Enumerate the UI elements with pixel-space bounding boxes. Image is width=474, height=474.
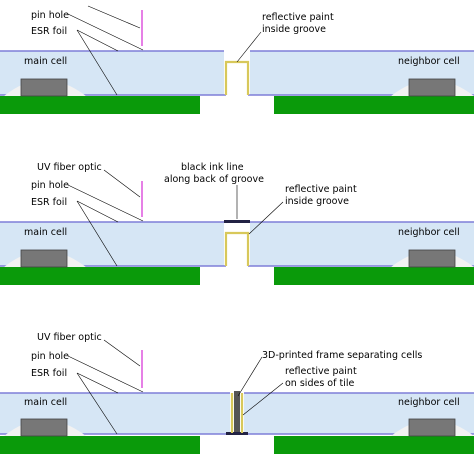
sensor-chip-right [408,249,456,268]
label-neighbor-cell: neighbor cell [398,56,460,67]
label-ink-line-2: along back of groove [164,174,264,185]
sensor-chip-right [408,418,456,437]
label-esr-foil: ESR foil [31,368,67,379]
panel-middle: UV fiber optic pin hole ESR foil main ce… [0,162,474,285]
leader-esr-foil-top [76,372,119,394]
leader-esr-foil-top [76,29,119,52]
label-main-cell: main cell [24,227,67,238]
label-frame: 3D-printed frame separating cells [262,350,422,361]
label-uv-fiber-optic: UV fiber optic [37,162,102,173]
label-pin-hole: pin hole [31,180,69,191]
leader-pin-hole [67,184,144,222]
label-groove-paint-line1: reflective paint [262,12,334,23]
label-esr-foil: ESR foil [31,197,67,208]
black-ink-line [224,220,250,223]
leader-uv-fiber [103,169,141,198]
leader-esr-foil-bottom [76,372,118,435]
label-neighbor-cell: neighbor cell [398,227,460,238]
pcb-right [274,267,474,285]
label-pin-hole: pin hole [31,10,69,21]
label-ink-line-1: black ink line [181,162,244,173]
label-side-paint-line2: on sides of tile [285,378,354,389]
panel-top: pin hole ESR foil main cell neighbor cel… [0,5,474,114]
label-groove-paint-line2: inside groove [262,24,326,35]
leader-uv-fiber [87,5,141,29]
leader-frame [237,356,263,397]
label-side-paint-line1: reflective paint [285,366,357,377]
sensor-chip-left [20,78,68,97]
reflective-paint-groove [224,231,250,266]
leader-pin-hole [67,355,144,393]
label-neighbor-cell: neighbor cell [398,397,460,408]
frame-foot [226,432,248,435]
leader-esr-foil-top [76,200,119,223]
pcb-right [274,96,474,114]
leader-side-paint [242,382,284,416]
label-uv-fiber-optic: UV fiber optic [37,332,102,343]
leader-pin-hole [67,13,144,51]
panel-bottom: UV fiber optic pin hole ESR foil main ce… [0,332,474,454]
sensor-chip-left [20,249,68,268]
sensor-chip-left [20,418,68,437]
leader-uv-fiber [103,339,141,367]
sensor-chip-right [408,78,456,97]
pcb-right [274,436,474,454]
leader-groove-paint [236,31,262,63]
leader-esr-foil-bottom [76,200,118,267]
groove [224,222,250,266]
pcb-left [0,436,200,454]
label-pin-hole: pin hole [31,351,69,362]
label-main-cell: main cell [24,397,67,408]
printed-frame [234,391,240,435]
leader-groove-paint [248,201,284,235]
groove [224,51,250,95]
label-groove-paint-line2: inside groove [285,196,349,207]
reflective-paint-groove [224,60,250,95]
label-groove-paint-line1: reflective paint [285,184,357,195]
leader-esr-foil-bottom [76,29,118,96]
label-esr-foil: ESR foil [31,26,67,37]
label-main-cell: main cell [24,56,67,67]
pcb-left [0,96,200,114]
pcb-left [0,267,200,285]
